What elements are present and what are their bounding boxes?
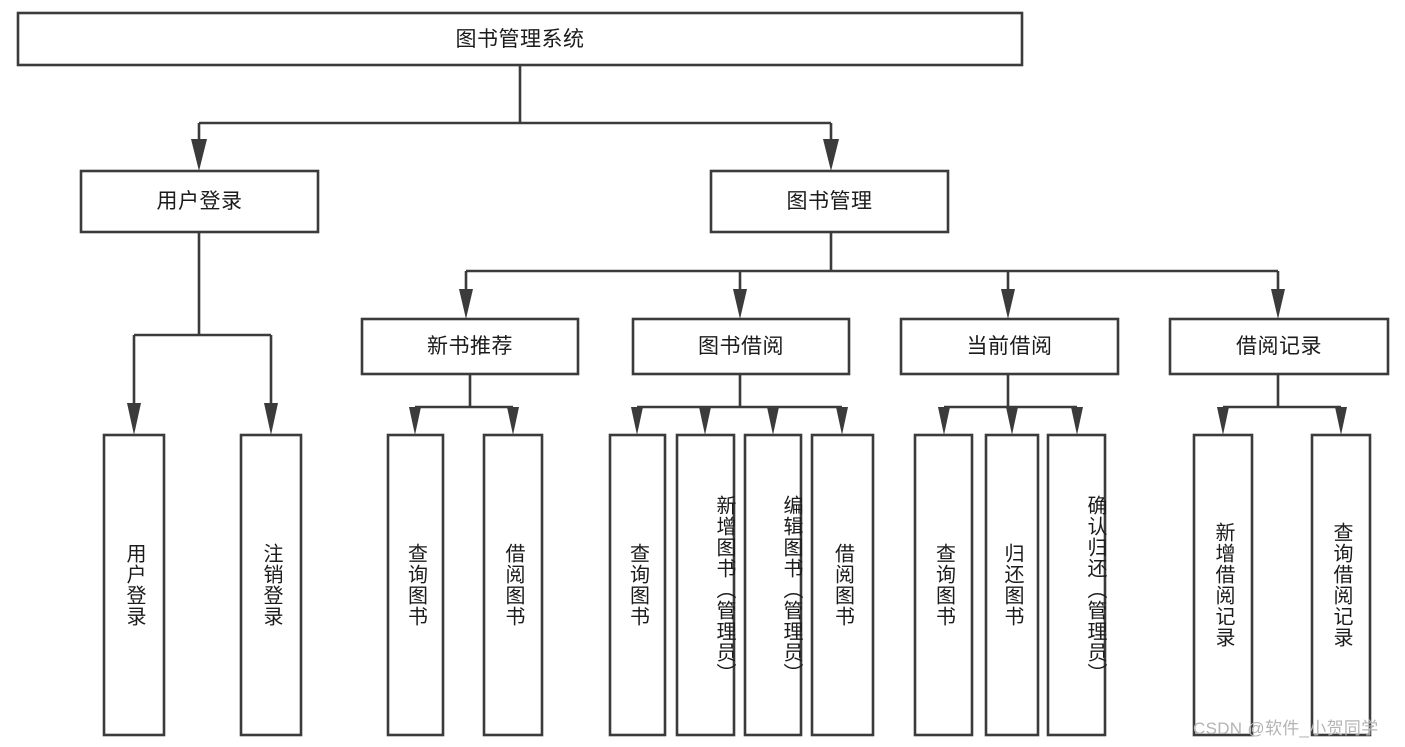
arrow-head-borrow-record: [1271, 289, 1285, 319]
arrow-head-user-login: [191, 139, 207, 171]
arrow-head-leaf-query-borrow-record: [1335, 407, 1347, 435]
leaf-box-query-book-rec[interactable]: [386, 433, 445, 737]
arrow-head-leaf-borrow-book-rec: [507, 407, 519, 435]
node-box-new-book-recommend[interactable]: [360, 317, 580, 376]
leaf-box-edit-book-admin[interactable]: [743, 433, 803, 737]
leaf-box-confirm-return-admin[interactable]: [1046, 433, 1107, 737]
arrow-head-book-management: [823, 139, 839, 171]
arrow-head-leaf-add-borrow-record: [1217, 407, 1229, 435]
node-box-root[interactable]: [16, 11, 1024, 67]
arrow-head-new-book-recommend: [459, 289, 473, 319]
node-box-user-login[interactable]: [79, 169, 320, 234]
leaf-box-query-book-current[interactable]: [913, 433, 974, 737]
node-box-borrow-record[interactable]: [1168, 317, 1390, 376]
arrow-head-leaf-logout: [264, 403, 278, 435]
leaf-box-borrow-book[interactable]: [810, 433, 875, 737]
arrow-head-leaf-edit-book-admin: [767, 407, 779, 435]
leaf-box-add-borrow-record[interactable]: [1192, 433, 1254, 737]
arrow-head-leaf-query-book-rec: [409, 407, 421, 435]
arrow-head-leaf-borrow-book: [836, 407, 848, 435]
arrow-head-leaf-query-book-current: [938, 407, 950, 435]
leaf-box-return-book[interactable]: [984, 433, 1040, 737]
node-box-current-borrow[interactable]: [899, 317, 1120, 376]
arrow-head-leaf-query-book-borrow: [631, 407, 643, 435]
leaf-box-query-borrow-record[interactable]: [1310, 433, 1372, 737]
arrow-head-leaf-return-book: [1006, 407, 1018, 435]
arrow-head-leaf-add-book-admin: [699, 407, 711, 435]
node-box-book-management[interactable]: [709, 169, 950, 234]
leaf-box-borrow-book-rec[interactable]: [482, 433, 544, 737]
leaf-box-add-book-admin[interactable]: [675, 433, 736, 737]
leaf-box-logout[interactable]: [239, 433, 303, 737]
arrow-head-leaf-confirm-return-admin: [1071, 407, 1083, 435]
arrow-head-leaf-user-login: [127, 403, 141, 435]
watermark-text: CSDN @软件_小贺同学: [1193, 719, 1379, 738]
node-box-book-borrow[interactable]: [631, 317, 851, 376]
leaf-box-user-login[interactable]: [102, 433, 166, 737]
arrow-head-book-borrow: [733, 289, 747, 319]
arrow-head-current-borrow: [1001, 289, 1015, 319]
leaf-box-query-book-borrow[interactable]: [608, 433, 667, 737]
